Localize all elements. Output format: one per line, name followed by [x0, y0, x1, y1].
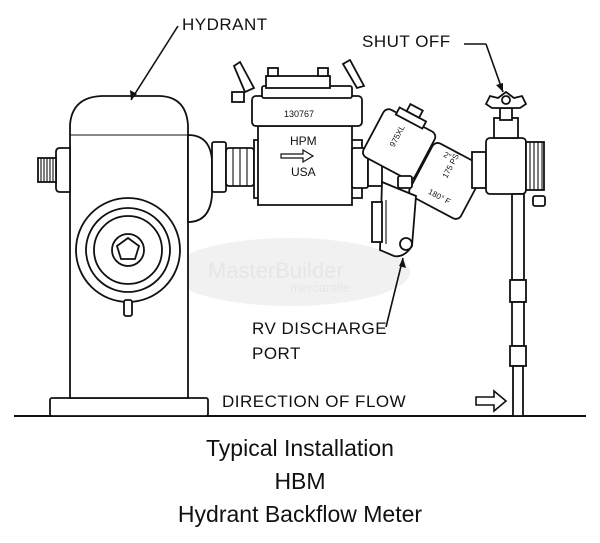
rv-discharge-label-line1: RV DISCHARGE: [252, 319, 387, 338]
hpm-meter: 130767 HPM USA: [231, 58, 369, 206]
hydrant-side-nozzle: [55, 147, 71, 193]
meter-flow-arrow: [280, 148, 315, 164]
gate-valve-body: [485, 137, 527, 195]
caption-line-3: Hydrant Backflow Meter: [177, 501, 423, 527]
pentagon-nut: [115, 236, 141, 260]
watermark-text-2: mercantile: [290, 280, 350, 295]
meter-brand: HPM: [290, 134, 317, 148]
hydrant-label: HYDRANT: [182, 15, 268, 34]
shut-off-valve: [484, 90, 546, 417]
fire-hydrant: [37, 95, 213, 417]
flow-arrow-icon: [475, 389, 508, 413]
rv-discharge-leader-line: [385, 257, 404, 328]
hydrant-coupling: [211, 141, 255, 193]
shut-off-label: SHUT OFF: [362, 32, 451, 51]
hydrant-base: [49, 397, 209, 417]
hydrant-leader-line: [130, 25, 179, 101]
rv-discharge-label-line2: PORT: [252, 344, 301, 363]
meter-serial: 130767: [284, 109, 314, 119]
valve-size: 2": [442, 150, 453, 161]
backflow-preventer: 975XL 175 PSI 2" 180° F: [362, 102, 487, 258]
direction-of-flow-label: DIRECTION OF FLOW: [222, 392, 406, 411]
drop-pipe: [511, 193, 525, 281]
caption-line-1: Typical Installation: [206, 435, 394, 461]
relief-valve: [379, 180, 417, 258]
check-body-2: [408, 142, 486, 220]
meter-origin: USA: [291, 165, 316, 179]
watermark-text-1: MasterBuilder: [208, 258, 344, 283]
watermark-ellipse: [170, 238, 410, 306]
hydrant-outlet-collar: [187, 134, 213, 223]
caption-line-2: HBM: [274, 468, 326, 494]
